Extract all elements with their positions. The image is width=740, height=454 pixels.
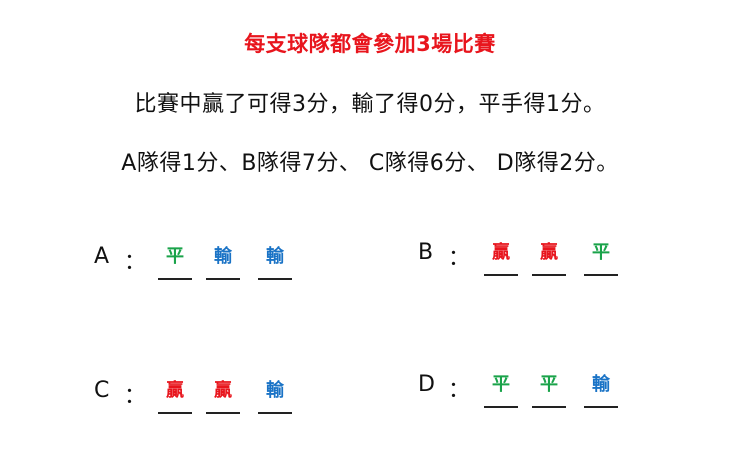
result-slot: 平 — [158, 244, 192, 280]
answer-underline — [584, 274, 618, 276]
result-slot: 平 — [532, 372, 566, 408]
team-scores-text: A隊得1分、B隊得7分、 C隊得6分、 D隊得2分。 — [121, 151, 619, 176]
result-slot: 贏 — [532, 240, 566, 276]
team-a-row: A ： 平 輸 輸 — [94, 244, 314, 294]
result-slot: 輸 — [206, 244, 240, 280]
result-win: 贏 — [166, 380, 184, 401]
answer-underline — [532, 406, 566, 408]
team-label: A — [94, 244, 110, 269]
result-win: 贏 — [214, 380, 232, 401]
result-slot: 贏 — [206, 378, 240, 414]
result-slot: 輸 — [258, 378, 292, 414]
result-draw: 平 — [492, 374, 510, 395]
scoring-rule-text: 比賽中贏了可得3分，輸了得0分，平手得1分。 — [134, 92, 606, 117]
answer-underline — [206, 412, 240, 414]
result-loss: 輸 — [266, 380, 284, 401]
team-b-row: B ： 贏 贏 平 — [418, 240, 638, 290]
colon: ： — [448, 378, 471, 403]
team-label: D — [418, 372, 435, 397]
answer-underline — [258, 412, 292, 414]
colon: ： — [124, 250, 147, 275]
page-title: 每支球隊都會參加3場比賽 — [244, 32, 496, 56]
result-slot: 平 — [484, 372, 518, 408]
team-label: B — [418, 240, 434, 265]
answer-underline — [206, 278, 240, 280]
answer-underline — [158, 412, 192, 414]
colon: ： — [124, 384, 147, 409]
result-win: 贏 — [540, 242, 558, 263]
result-loss: 輸 — [266, 246, 284, 267]
result-slot: 輸 — [584, 372, 618, 408]
team-c-row: C ： 贏 贏 輸 — [94, 378, 314, 428]
result-slot: 輸 — [258, 244, 292, 280]
answer-underline — [484, 406, 518, 408]
answer-underline — [584, 406, 618, 408]
team-d-row: D ： 平 平 輸 — [418, 372, 638, 422]
answer-underline — [484, 274, 518, 276]
result-draw: 平 — [540, 374, 558, 395]
answer-underline — [158, 278, 192, 280]
result-slot: 贏 — [158, 378, 192, 414]
colon: ： — [448, 246, 471, 271]
team-label: C — [94, 378, 110, 403]
result-loss: 輸 — [592, 374, 610, 395]
result-draw: 平 — [166, 246, 184, 267]
result-draw: 平 — [592, 242, 610, 263]
result-win: 贏 — [492, 242, 510, 263]
result-loss: 輸 — [214, 246, 232, 267]
answer-underline — [532, 274, 566, 276]
answer-underline — [258, 278, 292, 280]
result-slot: 平 — [584, 240, 618, 276]
result-slot: 贏 — [484, 240, 518, 276]
